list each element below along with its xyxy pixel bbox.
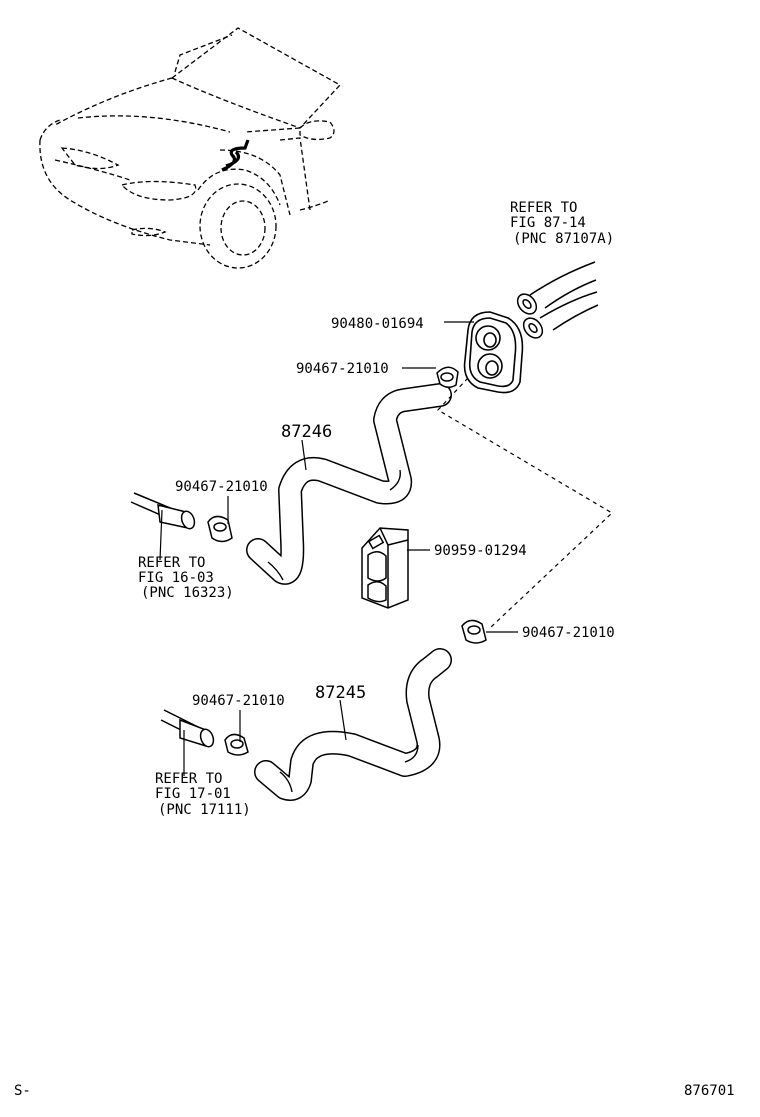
clip-right-lower: [461, 619, 487, 644]
clip-left-upper: [207, 515, 233, 543]
label-clip-upper: 90467-21010: [296, 361, 389, 377]
labels: REFER TO FIG 87-14 (PNC 87107A) 90480-01…: [14, 200, 735, 1099]
clip-left-lower: [224, 733, 249, 756]
label-clip-left-lower: 90467-21010: [192, 693, 285, 709]
refer-upper-line3: (PNC 87107A): [513, 231, 614, 247]
pipe-left-lower: [160, 709, 215, 776]
refer-left-lower-line1: REFER TO: [155, 771, 222, 787]
clip-upper: [436, 366, 459, 388]
footer-left-code: S-: [14, 1083, 31, 1099]
label-clamp-block: 90959-01294: [434, 543, 527, 559]
refer-left-upper-line2: FIG 16-03: [138, 570, 214, 586]
hose-87245: [254, 648, 452, 801]
car-illustration: [39, 27, 342, 269]
refer-left-lower-line3: (PNC 17111): [158, 802, 251, 818]
clamp-block: [361, 527, 409, 609]
grommet: [463, 311, 524, 394]
pipe-left-upper: [130, 492, 196, 561]
footer-figure-number: 876701: [684, 1083, 735, 1099]
label-clip-right-lower: 90467-21010: [522, 625, 615, 641]
dashed-reference-lines: [437, 377, 613, 629]
refer-upper-line2: FIG 87-14: [510, 215, 586, 231]
label-hose-87245: 87245: [315, 683, 366, 703]
refer-upper-line1: REFER TO: [510, 200, 577, 216]
refer-left-upper-line3: (PNC 16323): [141, 585, 234, 601]
label-clip-left-upper: 90467-21010: [175, 479, 268, 495]
refer-left-upper-line1: REFER TO: [138, 555, 205, 571]
heater-pipes-upper: [516, 261, 599, 339]
leader-lines: [227, 321, 518, 742]
refer-left-lower-line2: FIG 17-01: [155, 786, 231, 802]
hose-87246: [246, 383, 452, 585]
label-hose-87246: 87246: [281, 422, 332, 442]
label-grommet: 90480-01694: [331, 316, 424, 332]
